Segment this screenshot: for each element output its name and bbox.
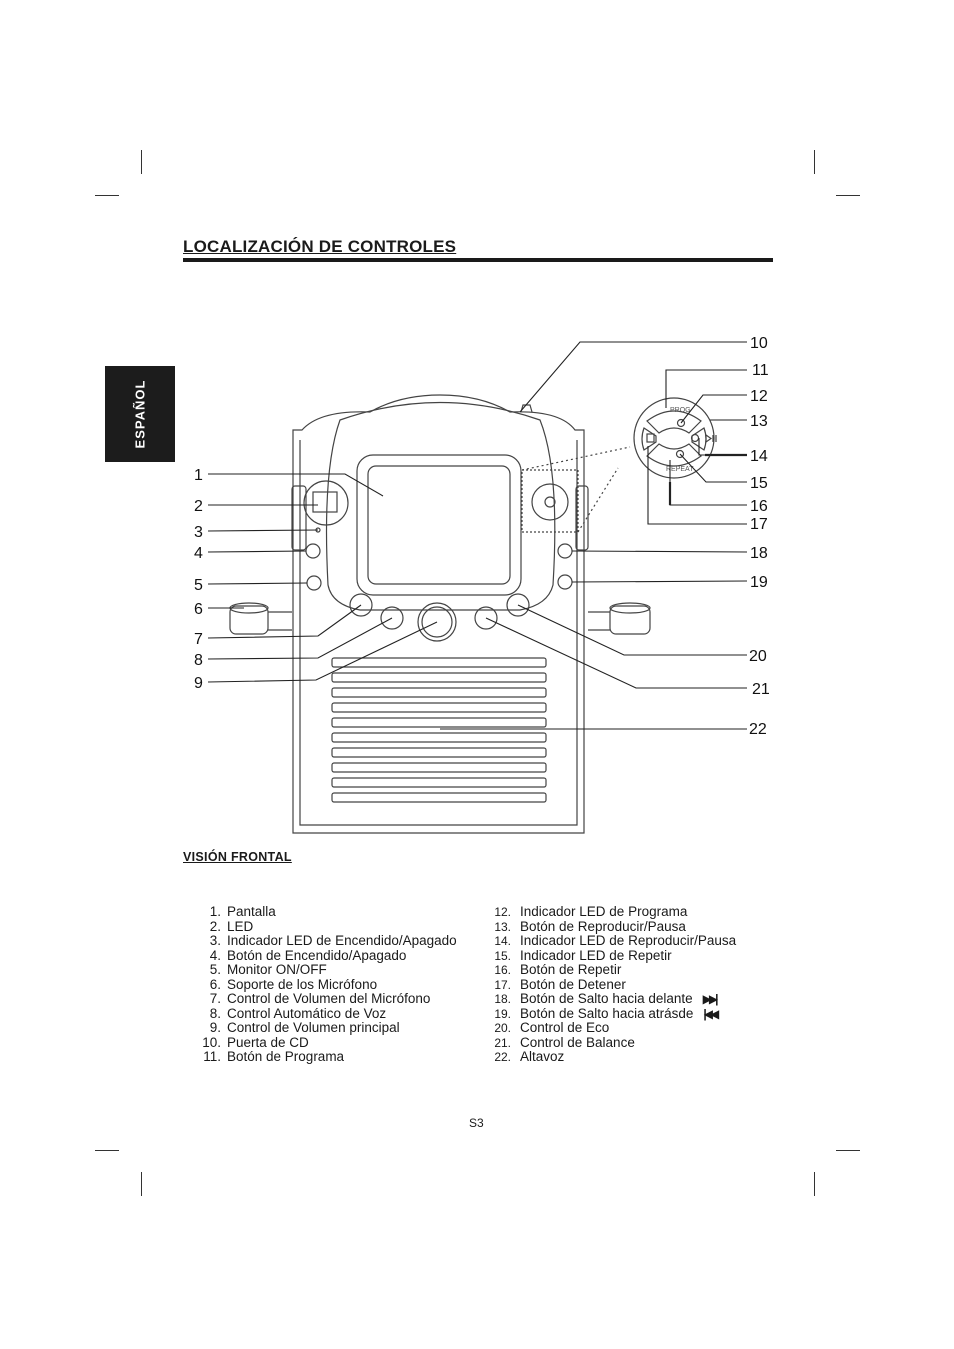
- title-rule: [183, 258, 773, 262]
- legend-list-left: 1.Pantalla 2.LED 3.Indicador LED de Ence…: [200, 904, 457, 1065]
- callout-15: 15: [750, 475, 768, 492]
- callout-20: 20: [749, 648, 767, 665]
- callout-4: 4: [194, 545, 203, 562]
- list-item: 17.Botón de Detener: [494, 976, 626, 992]
- list-item: 15.Indicador LED de Repetir: [494, 947, 672, 963]
- right-side-panel: [575, 485, 589, 551]
- callout-12: 12: [750, 388, 768, 405]
- callout-13: 13: [750, 413, 768, 430]
- power-button: [305, 543, 321, 559]
- legend-list-right: 12.Indicador LED de Programa 13.Botón de…: [490, 904, 737, 1065]
- monitor-housing: [325, 401, 556, 611]
- callout-17: 17: [750, 516, 768, 533]
- skip-forward-icon: ▶▶|: [702, 992, 719, 1006]
- list-item: 4.Botón de Encendido/Apagado: [209, 947, 407, 963]
- repeat-panel-label: REPEAT: [666, 466, 694, 473]
- list-item: 8.Control Automático de Voz: [209, 1005, 387, 1021]
- list-item: 10.Puerta de CD: [202, 1034, 309, 1050]
- speaker-grille: [331, 657, 547, 803]
- play-pause-glyph: [705, 433, 717, 444]
- crop-mark: [95, 195, 119, 196]
- balance-knob: [474, 606, 498, 630]
- callout-5: 5: [194, 577, 203, 594]
- cabinet-outline: [292, 394, 585, 834]
- list-item: 11.Botón de Programa: [203, 1049, 345, 1064]
- skip-back-button: [557, 574, 573, 590]
- callout-19: 19: [750, 574, 768, 591]
- repeat-led-indicator: [675, 449, 685, 459]
- front-control-dial: [531, 483, 569, 521]
- list-item: 9.Control de Volumen principal: [209, 1020, 400, 1035]
- callout-8: 8: [194, 652, 203, 669]
- crop-mark: [836, 1150, 860, 1151]
- page-number: S3: [469, 1116, 484, 1130]
- list-item: 2.LED: [209, 918, 254, 934]
- list-item: 3.Indicador LED de Encendido/Apagado: [209, 933, 457, 948]
- crop-mark: [95, 1150, 119, 1151]
- callout-2: 2: [194, 498, 203, 515]
- screen-bezel: [356, 454, 522, 596]
- list-item: 6.Soporte de los Micrófono: [209, 976, 378, 992]
- crop-mark: [141, 1172, 142, 1196]
- prog-panel-label: PROG: [670, 407, 691, 414]
- left-side-panel: [291, 485, 307, 551]
- callout-18: 18: [750, 545, 768, 562]
- callout-22: 22: [749, 721, 767, 738]
- list-item: 16.Botón de Repetir: [494, 962, 622, 977]
- callout-10: 10: [750, 335, 768, 352]
- list-item: 5.Monitor ON/OFF: [209, 962, 327, 977]
- list-item: 14.Indicador LED de Reproducir/Pausa: [494, 933, 737, 948]
- left-mic-holder: [229, 605, 269, 635]
- list-item: 18.Botón de Salto hacia delante▶▶|: [494, 991, 719, 1006]
- section-subtitle: VISIÓN FRONTAL: [183, 850, 292, 864]
- callout-9: 9: [194, 675, 203, 692]
- callout-7: 7: [194, 631, 203, 648]
- callout-16: 16: [750, 498, 768, 515]
- list-item: 20.Control de Eco: [494, 1020, 610, 1035]
- master-volume-knob-inner: [421, 606, 453, 638]
- front-control-panel: [521, 469, 579, 533]
- led-display: [312, 491, 338, 513]
- callout-6: 6: [194, 601, 203, 618]
- language-tab: ESPAÑOL: [105, 366, 175, 462]
- list-item: 19.Botón de Salto hacia atrásde|◀◀: [494, 1005, 719, 1021]
- skip-forward-button: [557, 543, 573, 559]
- mic-volume-knob: [349, 593, 373, 617]
- right-mic-holder: [609, 605, 651, 635]
- stop-button-glyph: [646, 433, 655, 443]
- list-item: 12.Indicador LED de Programa: [494, 904, 688, 919]
- crop-mark: [814, 1172, 815, 1196]
- callout-21: 21: [752, 681, 770, 698]
- list-item: 21.Control de Balance: [494, 1034, 635, 1050]
- crop-mark: [141, 150, 142, 174]
- callout-11: 11: [752, 362, 769, 379]
- list-item: 13.Botón de Reproducir/Pausa: [494, 918, 686, 934]
- crop-mark: [836, 195, 860, 196]
- callout-14: 14: [750, 448, 768, 465]
- skip-back-icon: |◀◀: [703, 1006, 719, 1021]
- list-item: 7.Control de Volumen del Micrófono: [209, 991, 431, 1006]
- echo-knob: [506, 593, 530, 617]
- cabinet-inner: [299, 440, 578, 826]
- front-control-center: [544, 496, 556, 508]
- list-item: 1.Pantalla: [209, 904, 276, 919]
- avc-knob: [380, 606, 404, 630]
- callout-1: 1: [194, 467, 203, 484]
- page-title: LOCALIZACIÓN DE CONTROLES: [183, 237, 457, 256]
- crop-mark: [814, 150, 815, 174]
- list-item: 22.Altavoz: [494, 1049, 565, 1064]
- monitor-button: [306, 575, 322, 591]
- prog-led-indicator: [676, 418, 686, 428]
- screen: [367, 465, 511, 585]
- led-window: [303, 480, 349, 526]
- master-volume-knob: [417, 602, 457, 642]
- callout-3: 3: [194, 524, 203, 541]
